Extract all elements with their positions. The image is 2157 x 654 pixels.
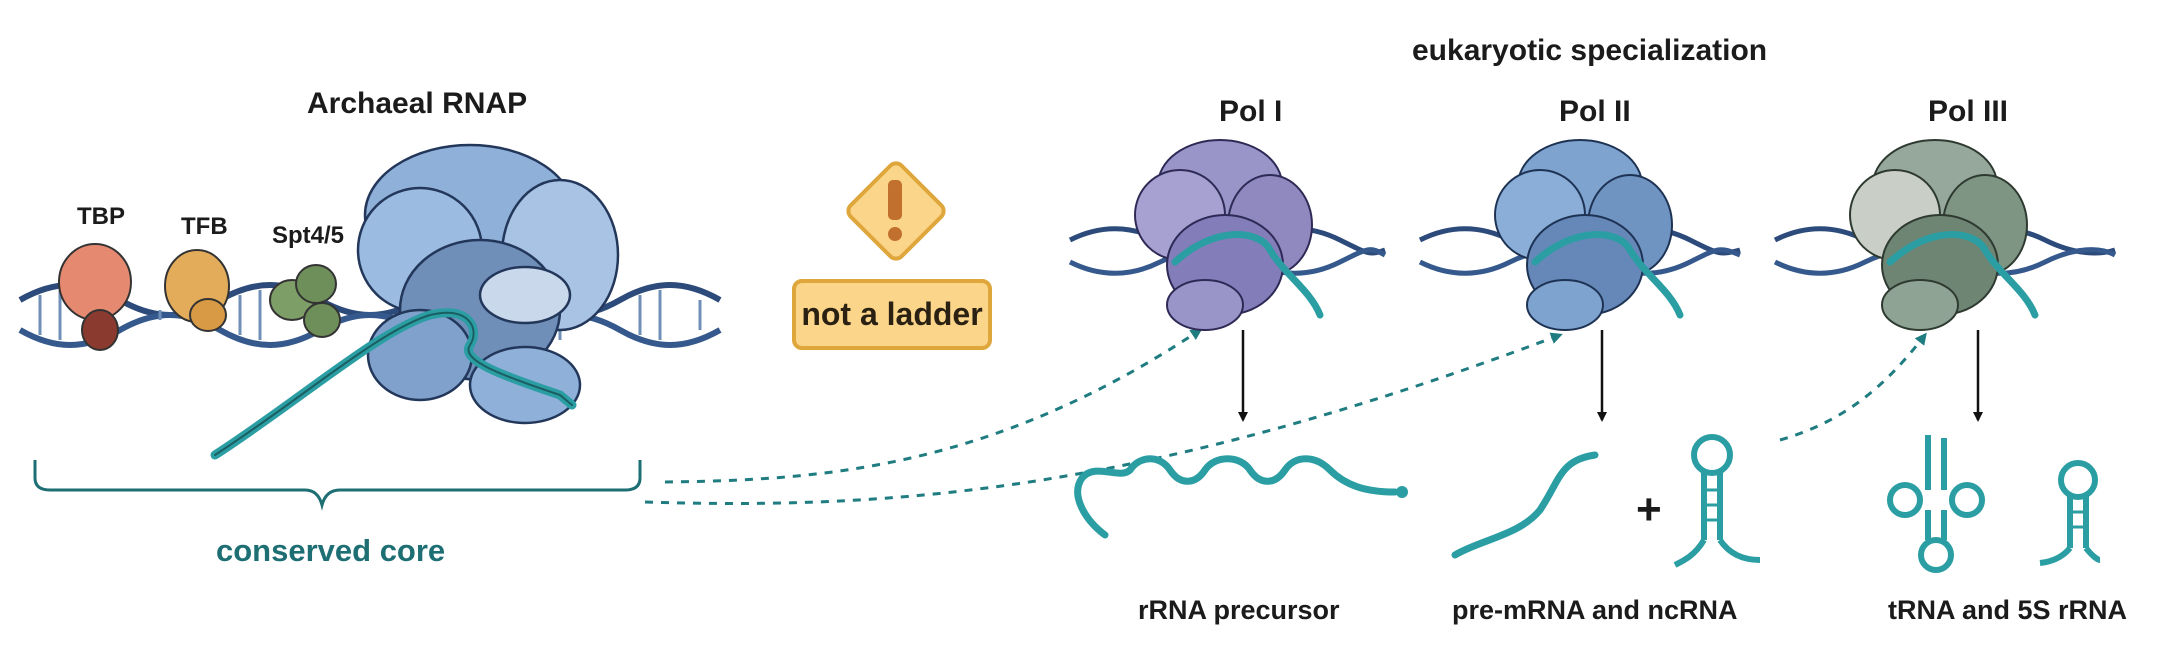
conserved-core-brace [33, 460, 642, 511]
pol1-rrna-end [1396, 486, 1408, 498]
pol3-enzyme [1849, 139, 2039, 331]
pol3-label: Pol III [1928, 95, 2009, 128]
pol2-label: Pol II [1559, 95, 1631, 128]
plus-sign: + [1636, 485, 1662, 534]
pol1-product-label: rRNA precursor [1138, 595, 1340, 625]
archaeal-dna-helix [18, 282, 722, 348]
pol2-ncrna-hairpin [1673, 434, 1761, 568]
pol1-rrna-product [1074, 455, 1399, 539]
pol3-product-label: tRNA and 5S rRNA [1888, 595, 2128, 625]
pol1-enzyme [1134, 139, 1324, 331]
archaeal-rnap-label: Archaeal RNAP [307, 87, 528, 120]
lineage-connectors [644, 328, 1927, 505]
tbp-label: TBP [77, 203, 125, 230]
archaeal-rnap-enzyme [210, 143, 620, 460]
pol1-label: Pol I [1219, 95, 1283, 128]
spt4-5-protein [269, 264, 341, 338]
tfb-protein [164, 249, 230, 332]
pol3-trna-cloverleaf [1887, 435, 1985, 573]
warning-triangle-icon [846, 161, 946, 261]
pol2-mrna-product [1451, 451, 1599, 559]
spt4-5-label: Spt4/5 [272, 222, 345, 249]
pol3-5s-rrna-hairpin [2039, 460, 2101, 566]
diagram-title: eukaryotic specialization [1412, 34, 1768, 67]
conserved-core-label: conserved core [216, 533, 446, 568]
pol2-enzyme [1494, 139, 1684, 331]
tfb-label: TFB [181, 213, 228, 240]
tbp-protein [58, 243, 132, 351]
pol2-product-label: pre-mRNA and ncRNA [1452, 595, 1738, 625]
not-a-ladder-badge: not a ladder [792, 279, 992, 350]
